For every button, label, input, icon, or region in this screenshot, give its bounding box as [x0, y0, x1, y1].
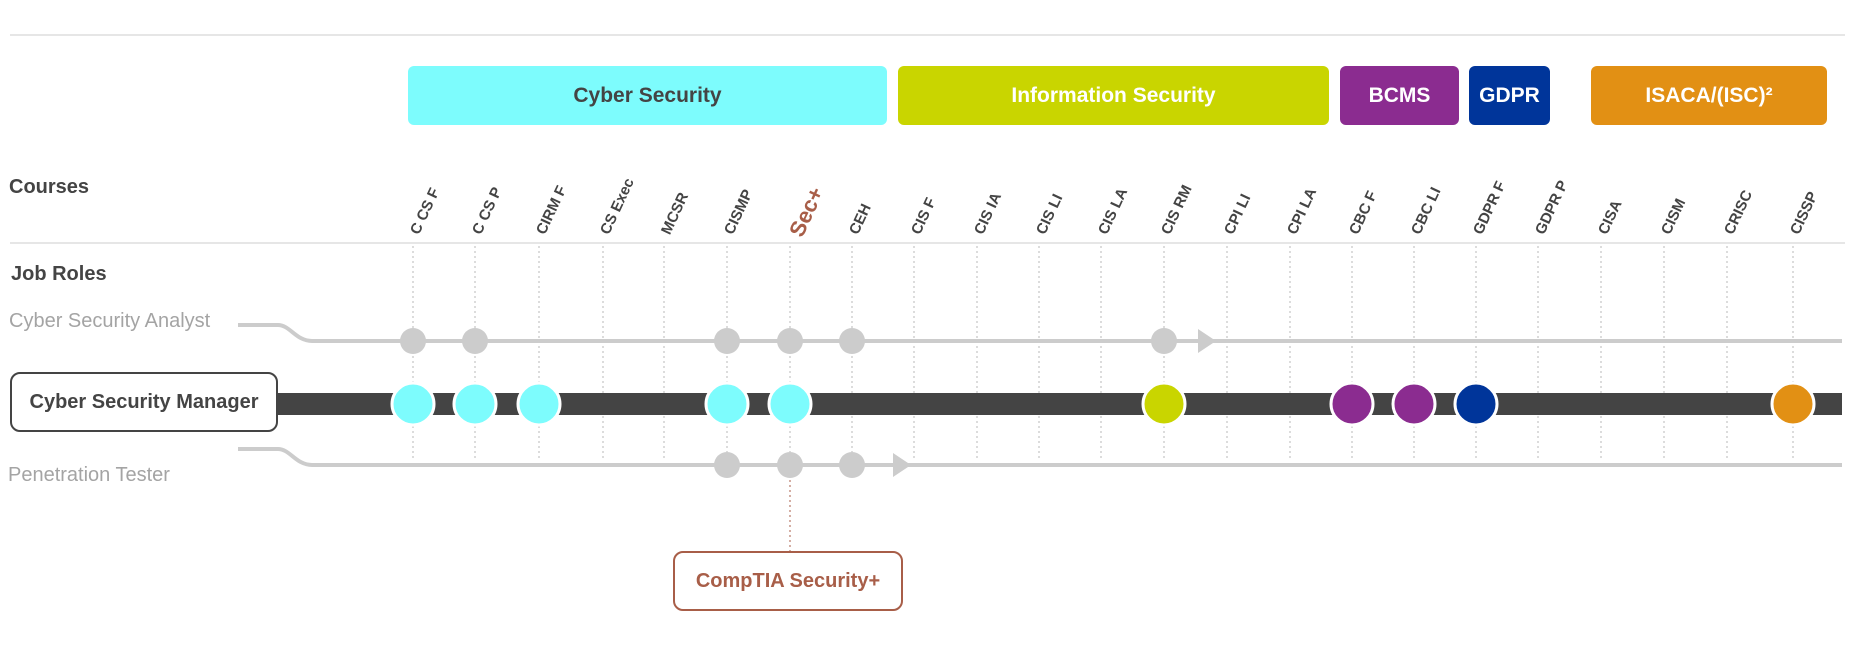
node-cyber-security-manager-c-cs-f[interactable] [390, 381, 436, 427]
node-cyber-security-manager-cissp[interactable] [1770, 381, 1816, 427]
role-cyber-security-manager[interactable]: Cyber Security Manager [10, 372, 278, 432]
node-cyber-security-manager-c-cs-p[interactable] [452, 381, 498, 427]
node-cyber-security-analyst-cis-rm[interactable] [1151, 328, 1177, 354]
node-cyber-security-analyst-c-cs-f[interactable] [400, 328, 426, 354]
node-cyber-security-manager-gdpr-f[interactable] [1453, 381, 1499, 427]
role-cyber-security-analyst[interactable]: Cyber Security Analyst [9, 310, 211, 332]
comptia-security-plus-callout[interactable]: CompTIA Security+ [673, 551, 903, 611]
node-cyber-security-analyst-ceh[interactable] [839, 328, 865, 354]
category-cyber-security[interactable]: Cyber Security [408, 66, 887, 125]
node-cyber-security-manager-sec[interactable] [767, 381, 813, 427]
node-cyber-security-manager-cbc-f[interactable] [1329, 381, 1375, 427]
category-information-security[interactable]: Information Security [898, 66, 1329, 125]
role-penetration-tester[interactable]: Penetration Tester [8, 464, 170, 486]
node-cyber-security-manager-cirm-f[interactable] [516, 381, 562, 427]
arrow-cyber-security-analyst [1198, 329, 1216, 353]
category-bcms[interactable]: BCMS [1340, 66, 1459, 125]
node-cyber-security-analyst-cismp[interactable] [714, 328, 740, 354]
node-cyber-security-manager-cis-rm[interactable] [1141, 381, 1187, 427]
node-cyber-security-analyst-c-cs-p[interactable] [462, 328, 488, 354]
node-penetration-tester-ceh[interactable] [839, 452, 865, 478]
arrow-penetration-tester [893, 453, 911, 477]
category-gdpr[interactable]: GDPR [1469, 66, 1550, 125]
node-cyber-security-manager-cbc-li[interactable] [1391, 381, 1437, 427]
track-cyber-security-analyst [238, 323, 1842, 343]
job-roles-header: Job Roles [11, 263, 107, 285]
track-cyber-security-manager [278, 393, 1842, 415]
courses-header: Courses [9, 176, 90, 198]
category-isaca-isc[interactable]: ISACA/(ISC)² [1591, 66, 1827, 125]
node-cyber-security-manager-cismp[interactable] [704, 381, 750, 427]
node-penetration-tester-sec[interactable] [777, 452, 803, 478]
track-penetration-tester [238, 447, 1842, 467]
node-cyber-security-analyst-sec[interactable] [777, 328, 803, 354]
node-penetration-tester-cismp[interactable] [714, 452, 740, 478]
